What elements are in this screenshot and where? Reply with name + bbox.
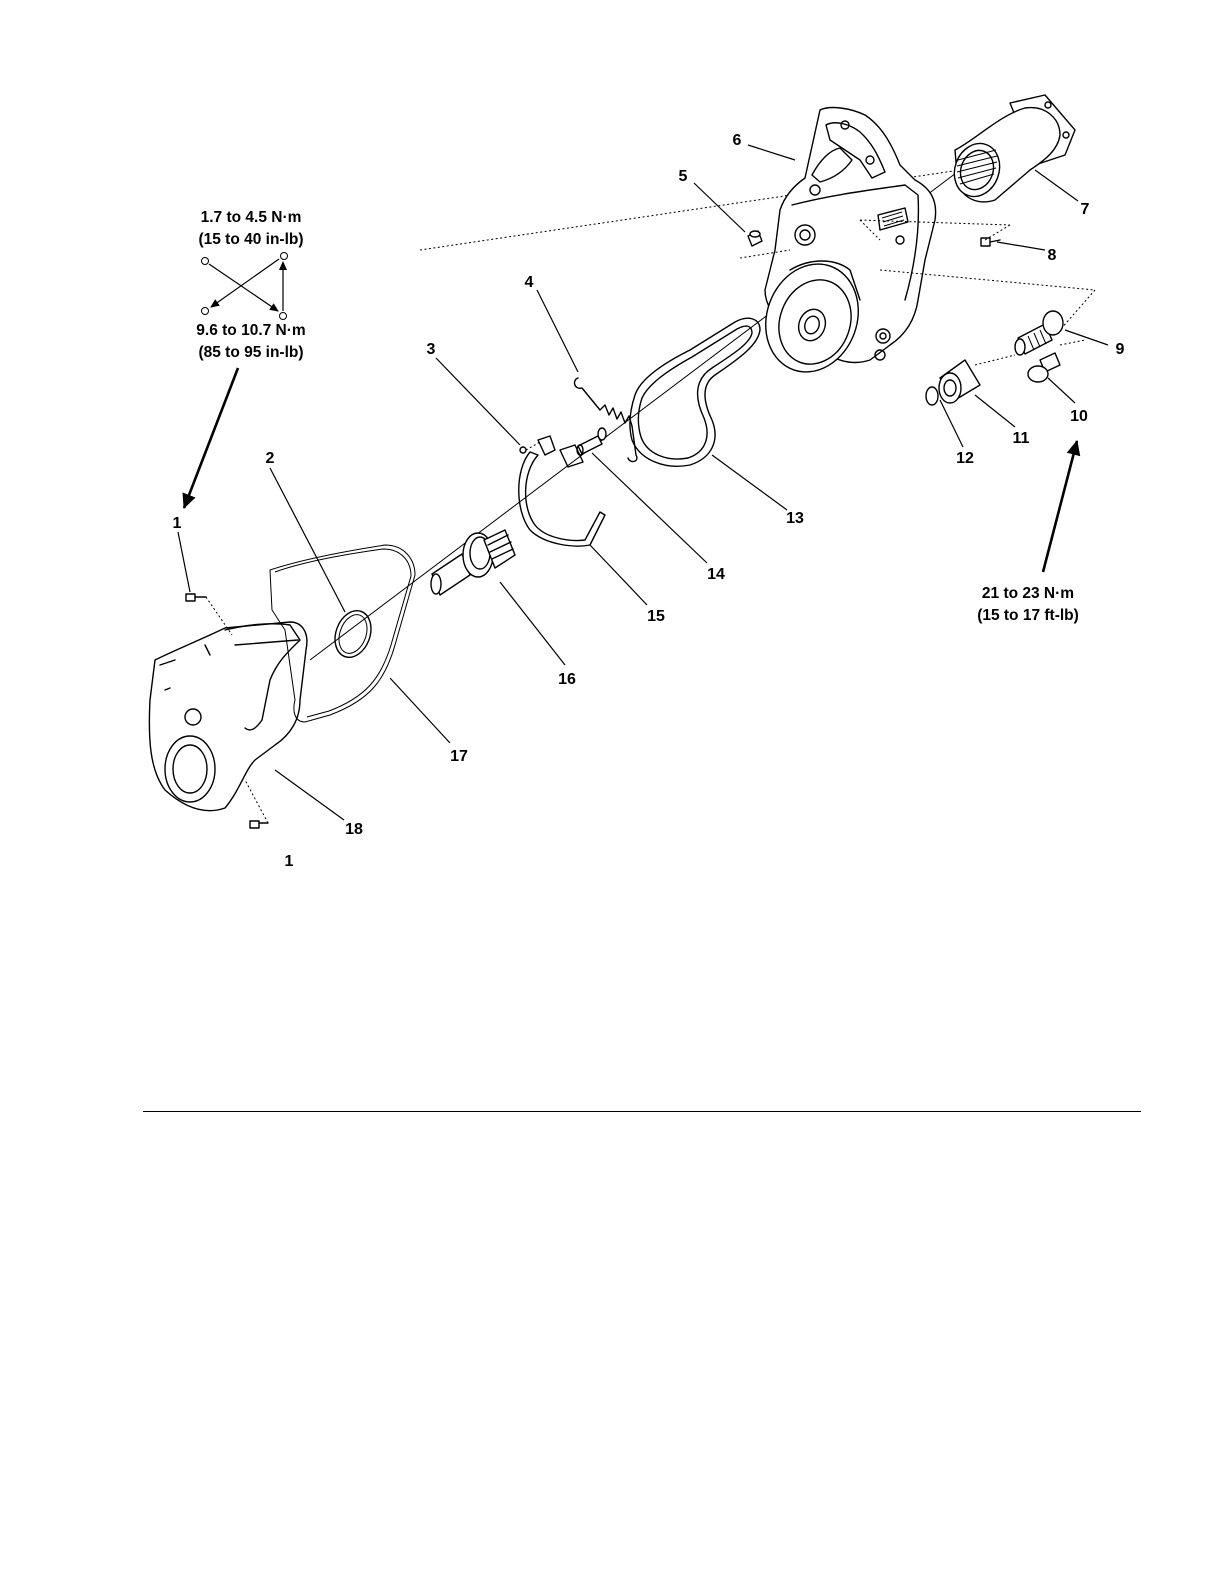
callout-11: 11	[1013, 430, 1030, 447]
drive-belt-part-13	[630, 318, 760, 466]
callout-1-lower: 1	[285, 853, 294, 870]
outer-cover-part-18	[149, 622, 307, 811]
roller-part-11	[939, 355, 1015, 403]
torque-spec-large-line1: 21 to 23 N·m	[982, 585, 1074, 602]
callout-3: 3	[427, 341, 436, 358]
torque-spec-medium-line1: 9.6 to 10.7 N·m	[196, 322, 305, 339]
callout-9: 9	[1116, 341, 1125, 358]
starter-housing-part-7	[947, 95, 1075, 203]
inner-housing-part-6	[751, 108, 936, 386]
sequence-arrow	[209, 264, 278, 311]
callout-1-upper: 1	[173, 515, 182, 532]
torque-spec-large-line2: (15 to 17 ft-lb)	[977, 607, 1079, 624]
callout-16: 16	[558, 671, 576, 688]
torque-spec-small-line2: (15 to 40 in-lb)	[198, 231, 303, 248]
sequence-bolt-hole	[202, 258, 209, 265]
callout-7: 7	[1081, 201, 1090, 218]
bolt-part-1-lower	[245, 780, 268, 828]
callout-18: 18	[345, 821, 363, 838]
brake-band-part-15	[519, 452, 605, 546]
callout-13: 13	[786, 510, 804, 527]
sequence-bolt-hole	[202, 308, 209, 315]
callout-2: 2	[266, 450, 275, 467]
torque-spec-small-line1: 1.7 to 4.5 N·m	[201, 209, 302, 226]
pin-part-14	[577, 428, 606, 455]
callout-15: 15	[647, 608, 665, 625]
torque-spec-medium-line2: (85 to 95 in-lb)	[198, 344, 303, 361]
callout-6: 6	[733, 132, 742, 149]
horizontal-rule	[143, 1111, 1141, 1112]
callout-14: 14	[707, 566, 725, 583]
torque-sequence-pattern: 1.7 to 4.5 N·m (15 to 40 in-lb) 9.6 to 1…	[184, 209, 306, 508]
band-clip	[538, 436, 555, 455]
callout-5: 5	[679, 168, 688, 185]
callout-8: 8	[1048, 247, 1057, 264]
o-ring-part-2	[329, 606, 377, 663]
torque-spec-large: 21 to 23 N·m (15 to 17 ft-lb)	[977, 441, 1079, 624]
callout-12: 12	[956, 450, 974, 467]
sequence-bolt-hole	[280, 313, 287, 320]
torque-arrow	[1043, 441, 1077, 572]
callout-4: 4	[525, 274, 534, 291]
retaining-ring-part-12	[926, 387, 938, 405]
torque-arrow	[184, 368, 238, 508]
callout-17: 17	[450, 748, 468, 765]
sequence-arrow	[211, 259, 279, 307]
callout-10: 10	[1070, 408, 1088, 425]
sequence-bolt-hole	[281, 253, 288, 260]
callout-numbers: 1 1 2 3 4 5 6 7 8 9 10 11 12 13 14 15 16…	[173, 132, 1125, 870]
screw-part-3	[520, 447, 526, 453]
